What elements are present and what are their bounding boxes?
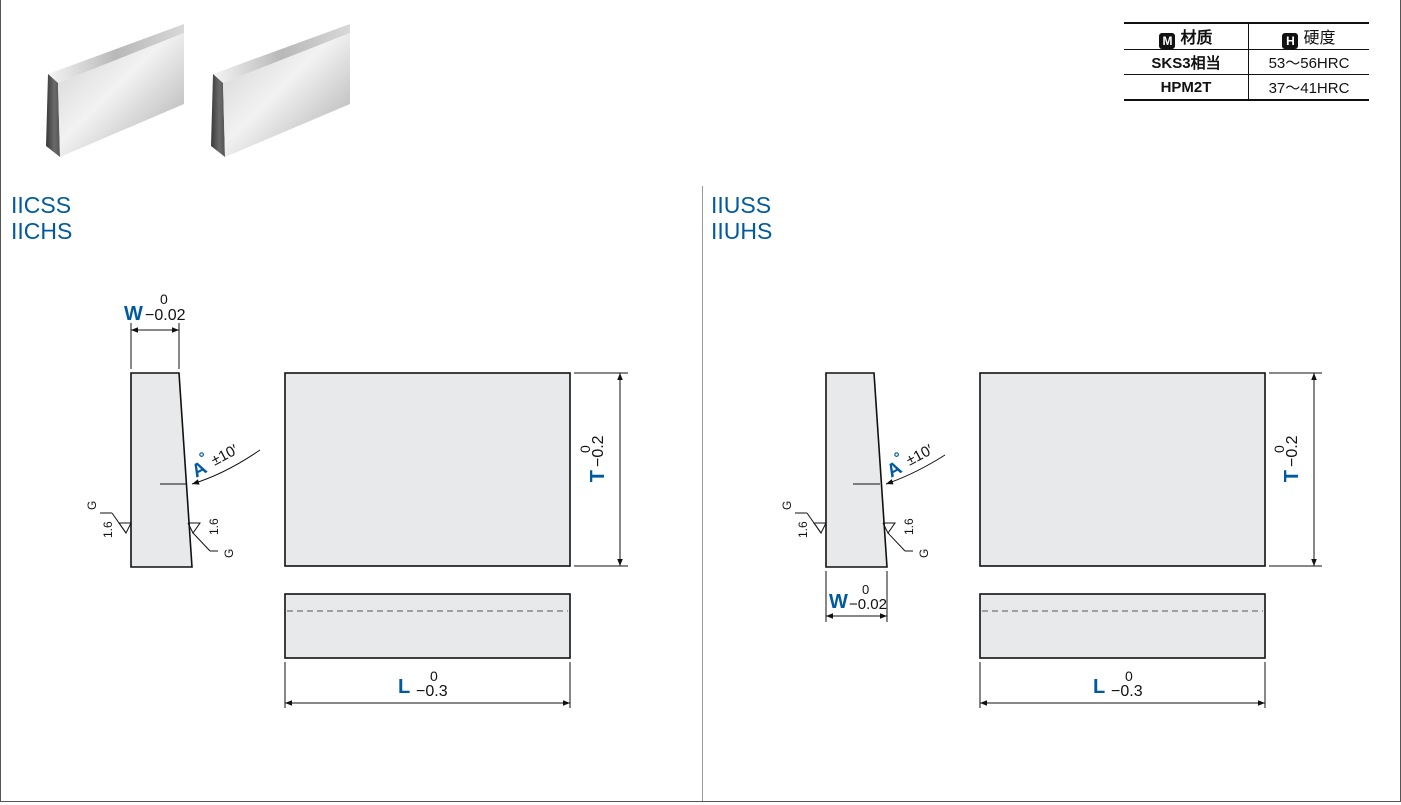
table-row: SKS3相当 53～56HRC (1124, 49, 1369, 75)
left-drawing (100, 323, 628, 708)
table-row: HPM2T 37～41HRC (1124, 74, 1369, 101)
right-a-tol: ±10′ (903, 441, 936, 469)
left-w-tol-upper: 0 (160, 291, 168, 307)
right-bottom-view (979, 593, 1266, 659)
hardness-h-icon: H (1282, 33, 1299, 49)
material-header-label: 材质 (1180, 30, 1213, 47)
left-grind-mark-1: G (85, 501, 99, 510)
right-side-profile (825, 372, 888, 568)
left-t-tol-lower: −0.2 (590, 435, 607, 467)
right-w-tol-lower: −0.02 (849, 596, 887, 613)
right-series-titles: IIUSS IIUHS (711, 192, 772, 244)
right-l-letter: L (1093, 676, 1105, 698)
left-series-title-1: IICSS (11, 192, 72, 218)
view-divider (702, 186, 703, 801)
hardness-header-label: 硬度 (1303, 30, 1336, 47)
left-series-titles: IICSS IICHS (11, 192, 72, 244)
right-l-tol-lower: −0.3 (1111, 683, 1143, 700)
right-drawing (795, 372, 1322, 708)
left-w-tol-lower: −0.02 (145, 307, 186, 324)
right-grind-mark-1: G (780, 501, 794, 510)
left-t-letter: T (587, 470, 609, 482)
left-roughness-2: 1.6 (207, 518, 221, 535)
left-l-tol-lower: −0.3 (416, 683, 448, 700)
right-series-title-1: IIUSS (711, 192, 772, 218)
right-l-tol-upper: 0 (1125, 668, 1133, 684)
product-photo-1 (46, 24, 184, 157)
left-side-profile (130, 372, 193, 568)
right-t-tol-upper: 0 (1271, 445, 1287, 453)
product-photo-2 (211, 24, 350, 157)
right-surface-mark-right (882, 522, 896, 534)
right-w-tol-upper: 0 (862, 582, 869, 597)
left-front-view (284, 372, 571, 567)
left-grind-mark-2: G (222, 549, 236, 558)
left-bottom-view (284, 593, 571, 659)
material-cell: SKS3相当 (1124, 49, 1249, 75)
right-t-tol-lower: −0.2 (1284, 435, 1301, 467)
right-grind-mark-2: G (917, 549, 931, 558)
left-roughness-1: 1.6 (101, 521, 115, 538)
right-t-letter: T (1281, 470, 1303, 482)
right-w-letter: W (829, 591, 848, 613)
left-w-letter: W (124, 303, 143, 325)
left-l-letter: L (398, 676, 410, 698)
left-t-tol-upper: 0 (577, 445, 593, 453)
left-l-tol-upper: 0 (430, 668, 438, 684)
material-cell: HPM2T (1124, 74, 1249, 101)
right-series-title-2: IIUHS (711, 218, 773, 244)
left-surface-mark-right (187, 522, 201, 534)
right-front-view (979, 372, 1266, 567)
right-roughness-1: 1.6 (796, 521, 810, 538)
hardness-cell: 53～56HRC (1248, 49, 1369, 75)
left-series-title-2: IICHS (11, 218, 73, 244)
hardness-cell: 37～41HRC (1248, 74, 1369, 101)
material-m-icon: M (1159, 33, 1176, 49)
right-roughness-2: 1.6 (902, 518, 916, 535)
